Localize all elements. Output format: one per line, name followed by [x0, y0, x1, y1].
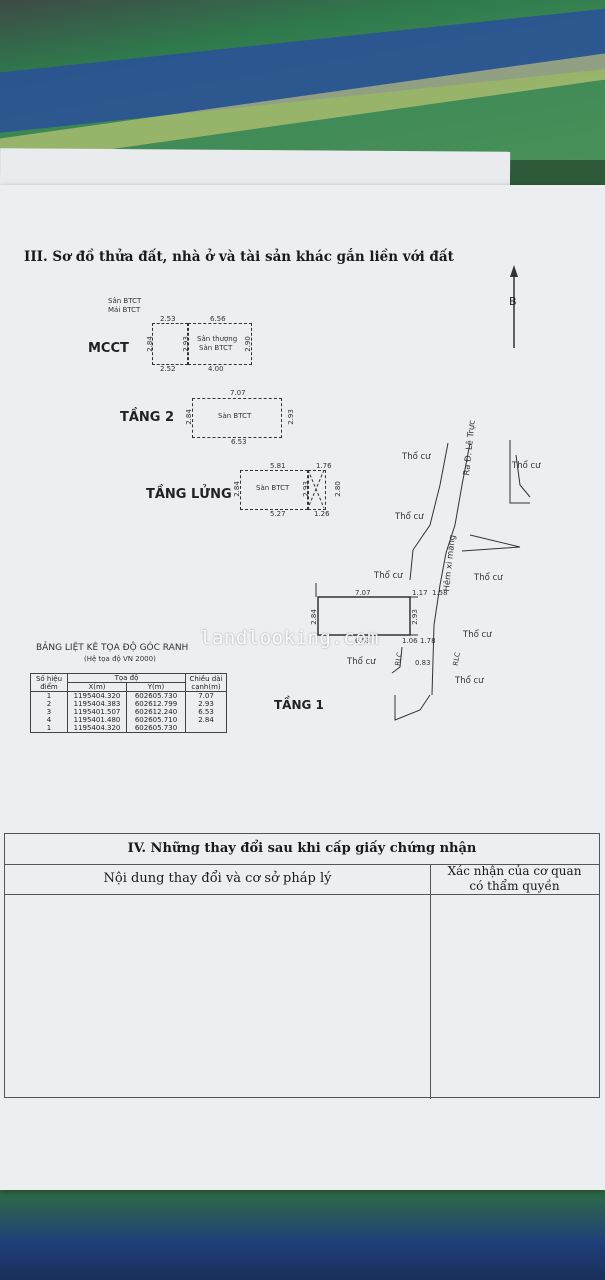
section4-title: IV. Những thay đổi sau khi cấp giấy chứn…: [5, 834, 599, 865]
mcct-dim: 4.00: [208, 365, 224, 373]
tang1-tho-cu: Thổ cư: [347, 657, 376, 667]
tang1-tho-cu: Thổ cư: [474, 573, 503, 583]
tang1-dim: 0.83: [415, 659, 431, 667]
tang1-label: TẦNG 1: [274, 698, 324, 712]
cell: 1195404.320: [67, 691, 127, 700]
cell: 1195404.320: [67, 724, 127, 733]
coord-head-chieu-dai: Chiều dài cạnh(m): [185, 673, 227, 692]
mcct-inner-bottom: Sàn BTCT: [199, 344, 233, 352]
tanglung-box: [240, 470, 308, 510]
tang1-tho-cu: Thổ cư: [402, 452, 431, 462]
tang2-box: [192, 398, 282, 438]
mcct-san-btct: Sân BTCT: [108, 297, 142, 305]
north-arrow-icon: [510, 265, 518, 348]
cell: 1: [30, 724, 68, 733]
tang1-dim: 2.84: [309, 609, 318, 625]
tang1-dim: 1.06: [402, 637, 418, 645]
tang1-dim: 6.53: [355, 637, 371, 645]
table-row: 1 1195404.320 602605.730: [30, 724, 227, 733]
cell: 4: [30, 716, 68, 724]
table-row: 1 1195404.320 602605.730 7.07: [30, 691, 227, 700]
cell: 602605.730: [126, 724, 186, 733]
cell: 1195401.507: [67, 708, 127, 716]
tang1-dim: 7.07: [355, 589, 371, 597]
cell: 3: [30, 708, 68, 716]
cell: 602612.799: [126, 700, 186, 708]
mcct-mai-btct: Mái BTCT: [108, 306, 141, 314]
mcct-roof-box: [152, 323, 188, 365]
tanglung-void-cross: [307, 469, 325, 509]
tanglung-dim: 1.26: [314, 510, 330, 518]
cell: 2: [30, 700, 68, 708]
mcct-inner-top: Sân thượng: [197, 335, 238, 343]
section4-table: IV. Những thay đổi sau khi cấp giấy chứn…: [4, 833, 600, 1099]
table-row: 3 1195401.507 602612.240 6.53: [30, 708, 227, 716]
coord-table: Số hiệu điểm Tọa độ Chiều dài cạnh(m) X(…: [30, 673, 227, 733]
table-row: 2 1195404.383 602612.799 2.93: [30, 700, 227, 708]
tang2-dim: 7.07: [230, 389, 246, 397]
certificate-page: III. Sơ đồ thửa đất, nhà ở và tài sản kh…: [0, 185, 605, 1190]
tang1-dim: 1.58: [432, 589, 448, 597]
mcct-dim: 2.52: [160, 365, 176, 373]
cell: [185, 724, 227, 733]
cell: 1195404.383: [67, 700, 127, 708]
tang1-tho-cu: Thổ cư: [395, 512, 424, 522]
tanglung-dim: 1.76: [316, 462, 332, 470]
section4-body-left: [5, 894, 431, 1099]
tang2-inner: Sàn BTCT: [218, 412, 252, 420]
mcct-terrace-box: [188, 323, 252, 365]
coord-head-toa-do: Tọa độ: [67, 673, 186, 683]
tang1-tho-cu: Thổ cư: [512, 461, 541, 471]
watermark: landlooking.com: [200, 627, 380, 649]
tang2-dim: 6.53: [231, 438, 247, 446]
cell: 1195401.480: [67, 716, 127, 724]
cell: 602605.730: [126, 691, 186, 700]
tang1-dim: 1.17: [412, 589, 428, 597]
tang1-tho-cu: Thổ cư: [463, 630, 492, 640]
coord-table-title: BẢNG LIỆT KÊ TỌA ĐỘ GÓC RANH: [36, 643, 189, 653]
cell: 6.53: [185, 708, 227, 716]
north-label: B: [509, 295, 517, 308]
coord-table-subtitle: (Hệ tọa độ VN 2000): [84, 655, 156, 663]
tang1-dim: 2.93: [410, 609, 419, 625]
mcct-dim: 6.56: [210, 315, 226, 323]
tanglung-dim: 5.27: [270, 510, 286, 518]
tang1-tho-cu: Thổ cư: [455, 676, 484, 686]
mcct-label: MCCT: [88, 341, 129, 356]
cell: 602612.240: [126, 708, 186, 716]
tang1-dim: 1.78: [420, 637, 436, 645]
tanglung-void-box: [308, 470, 326, 510]
tanglung-inner: Sàn BTCT: [256, 484, 290, 492]
tang2-label: TẦNG 2: [120, 410, 175, 425]
tanglung-dim: 5.81: [270, 462, 286, 470]
cell: 1: [30, 691, 68, 700]
mcct-dim: 2.53: [160, 315, 176, 323]
tang1-site-plan: [315, 440, 531, 721]
cell: 2.93: [185, 700, 227, 708]
tanglung-label: TẦNG LỬNG: [146, 487, 232, 502]
section4-col-confirmation: Xác nhận của cơ quan có thẩm quyền: [430, 864, 599, 895]
section4-col-content: Nội dung thay đổi và cơ sở pháp lý: [5, 864, 431, 895]
coord-head-x: X(m): [67, 682, 127, 692]
cell: 602605.710: [126, 716, 186, 724]
coord-head-so-hieu: Số hiệu điểm: [30, 673, 68, 692]
cell: 2.84: [185, 716, 227, 724]
table-row: 4 1195401.480 602605.710 2.84: [30, 716, 227, 724]
coord-head-y: Y(m): [126, 682, 186, 692]
cell: 7.07: [185, 691, 227, 700]
tang1-tho-cu: Thổ cư: [374, 571, 403, 581]
section3-title: III. Sơ đồ thửa đất, nhà ở và tài sản kh…: [24, 249, 454, 265]
